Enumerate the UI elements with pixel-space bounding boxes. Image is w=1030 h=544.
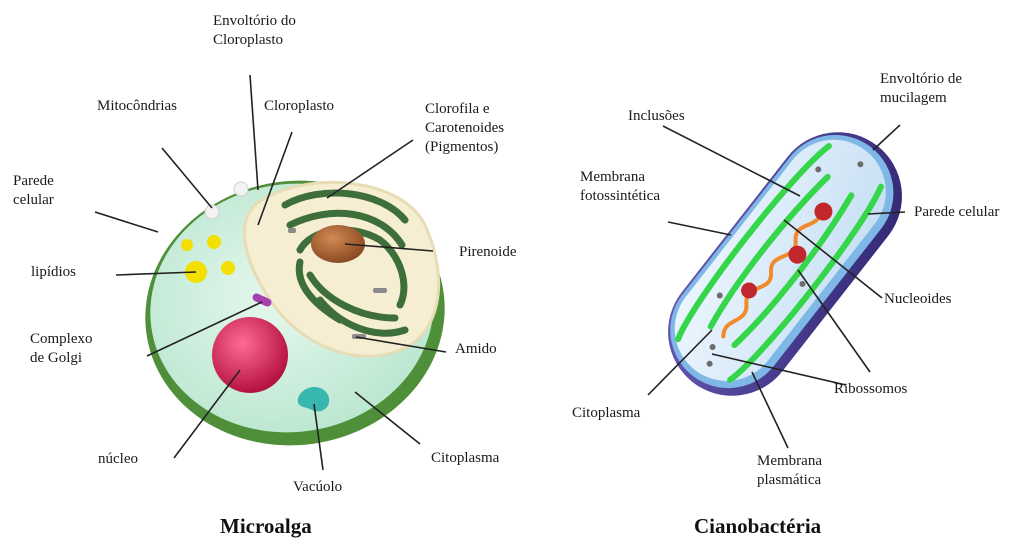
label-pyrenoid: Pirenoide: [459, 243, 517, 262]
label-chloroplast-envelope: Envoltório do Cloroplasto: [213, 12, 296, 50]
label-mitochondria: Mitocôndrias: [97, 97, 177, 116]
cyanobacteria-title: Cianobactéria: [694, 514, 821, 539]
label-starch: Amido: [455, 340, 497, 359]
label-cell-wall: Parede celular: [13, 172, 54, 210]
label-nucleus: núcleo: [98, 450, 138, 469]
microalga-title: Microalga: [220, 514, 312, 539]
label-inclusions: Inclusões: [628, 107, 685, 126]
cyanobacterium-cell: [642, 106, 928, 421]
label-chloroplast: Cloroplasto: [264, 97, 334, 116]
label-mucilage: Envoltório de mucilagem: [880, 70, 962, 108]
label-lipids: lipídios: [31, 263, 76, 282]
label-photosynthetic-membrane: Membrana fotossintética: [580, 168, 660, 206]
label-nucleoids: Nucleoides: [884, 290, 951, 309]
label-cyano-cell-wall: Parede celular: [914, 203, 999, 222]
starch-grain: [373, 288, 387, 293]
pyrenoid: [311, 225, 365, 263]
label-ribosomes: Ribossomos: [834, 380, 907, 399]
mitochondrion: [234, 182, 248, 196]
starch-grain: [288, 228, 296, 233]
label-cytoplasm: Citoplasma: [431, 449, 499, 468]
microalga-cell: [128, 161, 462, 464]
nucleus: [212, 317, 288, 393]
label-pigments: Clorofila e Carotenoides (Pigmentos): [425, 100, 504, 157]
label-golgi: Complexo de Golgi: [30, 330, 93, 368]
label-vacuole: Vacúolo: [293, 478, 342, 497]
label-cyano-cytoplasm: Citoplasma: [572, 404, 640, 423]
label-plasma-membrane: Membrana plasmática: [757, 452, 822, 490]
